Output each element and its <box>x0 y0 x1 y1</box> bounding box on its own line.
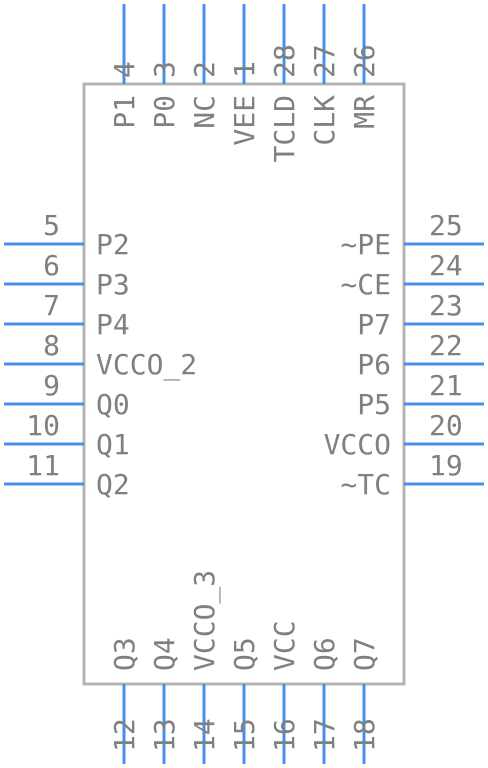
left-pin-name: Q1 <box>96 428 130 461</box>
left-pin-name: P3 <box>96 268 130 301</box>
bottom-pin-number: 18 <box>348 718 381 752</box>
right-pin-name: ~CE <box>340 268 391 301</box>
left-pin-name: Q0 <box>96 388 130 421</box>
bottom-pin-number: 12 <box>108 718 141 752</box>
right-pin-number: 22 <box>429 329 463 362</box>
right-pin-name: ~TC <box>340 468 391 501</box>
top-pin-name: P1 <box>108 95 141 129</box>
top-pin-name: MR <box>348 95 381 129</box>
bottom-pin-name: Q7 <box>348 637 381 671</box>
right-pin-name: P5 <box>357 388 391 421</box>
left-pin-number: 8 <box>43 329 60 362</box>
top-pin-number: 1 <box>228 61 261 78</box>
bottom-pin-name: VCC <box>268 620 301 671</box>
left-pin-number: 9 <box>43 369 60 402</box>
top-pin-number: 26 <box>348 44 381 78</box>
top-pin-number: 28 <box>268 44 301 78</box>
right-pin-number: 24 <box>429 249 463 282</box>
bottom-pin-number: 15 <box>228 718 261 752</box>
right-pin-name: P7 <box>357 308 391 341</box>
left-pin-number: 5 <box>43 209 60 242</box>
ic-body <box>82 82 406 686</box>
left-pin-name: P4 <box>96 308 130 341</box>
bottom-pin-name: VCCO_3 <box>188 570 222 671</box>
left-pin-number: 7 <box>43 289 60 322</box>
top-pin-number: 27 <box>308 44 341 78</box>
right-pin-name: VCCO <box>324 428 391 461</box>
right-pin-number: 25 <box>429 209 463 242</box>
top-pin-name: VEE <box>228 95 261 146</box>
right-pin-name: P6 <box>357 348 391 381</box>
left-pin-number: 6 <box>43 249 60 282</box>
bottom-pin-name: Q6 <box>308 637 341 671</box>
bottom-pin-number: 14 <box>188 718 221 752</box>
bottom-pin-number: 13 <box>148 718 181 752</box>
bottom-pin-number: 16 <box>268 718 301 752</box>
top-pin-name: TCLD <box>268 95 301 162</box>
left-pin-number: 10 <box>26 409 60 442</box>
right-pin-name: ~PE <box>340 228 391 261</box>
left-pin-name: P2 <box>96 228 130 261</box>
bottom-pin-name: Q5 <box>228 637 261 671</box>
top-pin-name: NC <box>188 95 221 129</box>
top-pin-number: 2 <box>188 61 221 78</box>
bottom-pin-number: 17 <box>308 718 341 752</box>
left-pin-name: Q2 <box>96 468 130 501</box>
right-pin-number: 21 <box>429 369 463 402</box>
top-pin-name: P0 <box>148 95 181 129</box>
bottom-pin-name: Q4 <box>148 637 181 671</box>
left-pin-number: 11 <box>26 449 60 482</box>
right-pin-number: 19 <box>429 449 463 482</box>
bottom-pin-name: Q3 <box>108 637 141 671</box>
right-pin-number: 20 <box>429 409 463 442</box>
top-pin-name: CLK <box>308 95 341 146</box>
left-pin-name: VCCO_2 <box>96 348 197 382</box>
top-pin-number: 4 <box>108 61 141 78</box>
top-pin-number: 3 <box>148 61 181 78</box>
right-pin-number: 23 <box>429 289 463 322</box>
